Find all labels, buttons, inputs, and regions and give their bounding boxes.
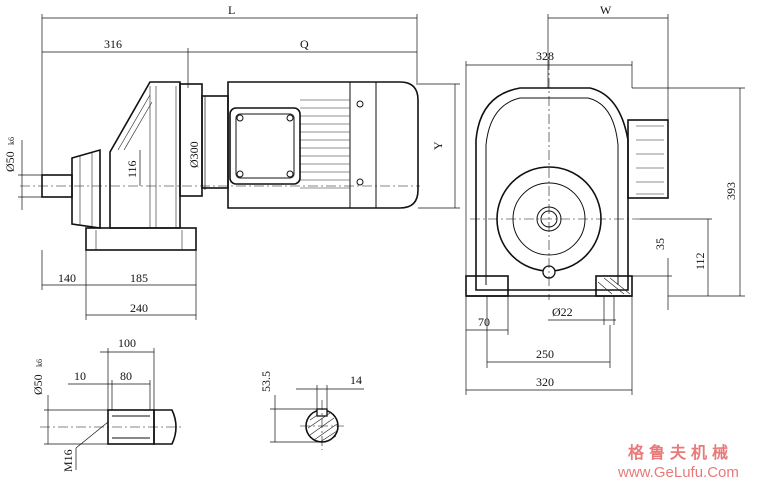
watermark-url: www.GeLufu.Com: [617, 464, 739, 481]
dim-k6-left: k6: [7, 137, 16, 145]
dim-L: L: [228, 3, 235, 17]
dim-140: 140: [58, 271, 76, 285]
dim-328: 328: [536, 49, 554, 63]
keyway-section: 14 53.5: [259, 371, 364, 450]
dim-Y: Y: [431, 141, 445, 150]
dim-240: 240: [130, 301, 148, 315]
dim-100: 100: [118, 336, 136, 350]
watermark-cn: 格鲁夫机械: [628, 443, 733, 462]
dim-53-5: 53.5: [259, 371, 273, 392]
dim-50-detail: Ø50: [31, 374, 45, 395]
dim-22: Ø22: [552, 305, 573, 319]
dim-14: 14: [350, 373, 362, 387]
dim-112: 112: [693, 252, 707, 270]
shaft-detail: 100 10 80 Ø50 k6 M16: [31, 336, 182, 472]
dim-k6-detail: k6: [35, 359, 44, 367]
output-flange: [71, 148, 101, 229]
front-view: L 316 Q: [3, 3, 460, 320]
dim-10: 10: [74, 369, 86, 383]
dim-80: 80: [120, 369, 132, 383]
side-view: W 328: [465, 3, 745, 395]
dim-393: 393: [724, 182, 738, 200]
side-motor-fins: [627, 119, 669, 199]
dim-Q: Q: [300, 37, 309, 51]
dim-M16: M16: [61, 449, 75, 472]
adapter: [179, 83, 203, 197]
dim-70: 70: [478, 315, 490, 329]
dim-185: 185: [130, 271, 148, 285]
dim-320: 320: [536, 375, 554, 389]
terminal-box: [229, 107, 301, 185]
motor-body: [227, 81, 419, 209]
side-foot-left: [465, 275, 509, 297]
dim-35: 35: [653, 238, 667, 250]
dim-50-left: Ø50: [3, 151, 17, 172]
dim-250: 250: [536, 347, 554, 361]
side-housing: [475, 87, 629, 291]
watermark: 格鲁夫机械 www.GeLufu.Com: [617, 443, 739, 481]
dim-316: 316: [104, 37, 122, 51]
dim-300: Ø300: [187, 141, 201, 168]
dim-W: W: [600, 3, 612, 17]
dim-116: 116: [125, 160, 139, 178]
base-foot: [85, 227, 197, 251]
